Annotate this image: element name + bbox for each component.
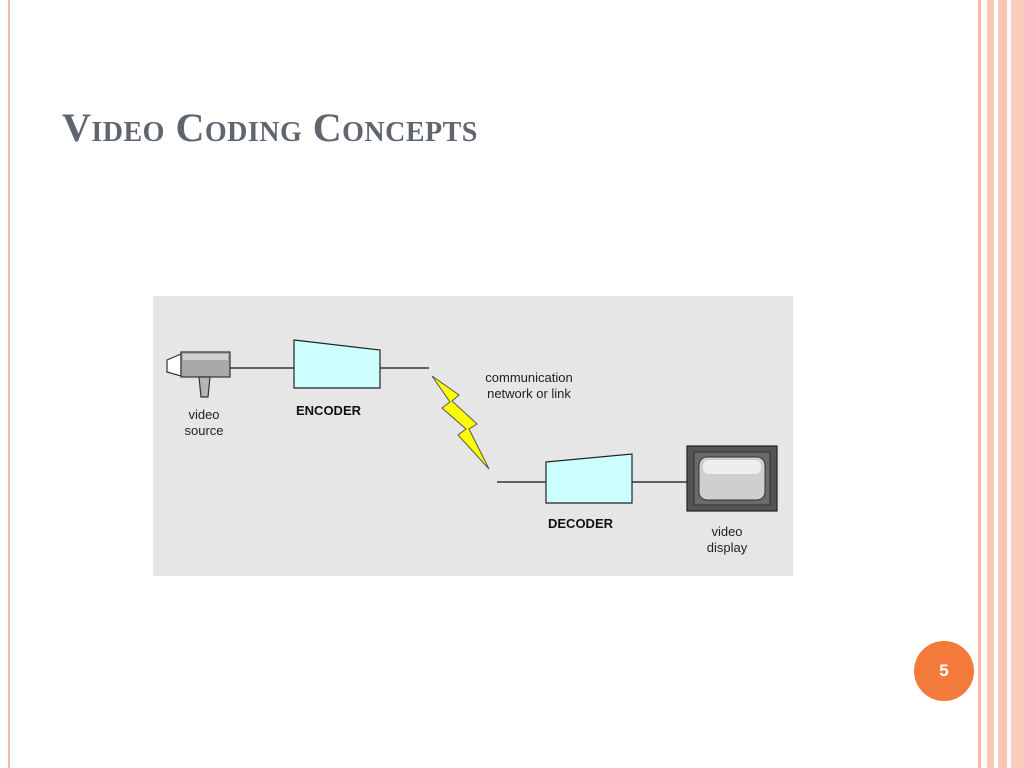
diagram-canvas bbox=[166, 339, 778, 512]
page-number-badge: 5 bbox=[914, 641, 974, 701]
monitor-icon bbox=[686, 445, 778, 512]
stripe-band-1 bbox=[987, 0, 994, 768]
decoder-label: DECODER bbox=[548, 516, 614, 531]
network-label-line2: network or link bbox=[487, 386, 571, 401]
decoder-block bbox=[545, 453, 633, 504]
stripe-band-3 bbox=[1011, 0, 1024, 768]
video-display-label-line1: video bbox=[711, 524, 743, 539]
video-coding-diagram: video source ENCODER communication netwo… bbox=[153, 296, 793, 576]
stripe-band-2 bbox=[998, 0, 1007, 768]
stripe-outer bbox=[978, 0, 981, 768]
video-source-label-line1: video bbox=[188, 407, 220, 422]
video-source-label: video source bbox=[184, 407, 224, 439]
network-label-line1: communication bbox=[485, 370, 573, 385]
encoder-block bbox=[293, 339, 381, 389]
video-camera-icon bbox=[166, 351, 231, 398]
page-number: 5 bbox=[939, 661, 949, 680]
video-display-label: video display bbox=[704, 524, 750, 556]
video-display-label-line2: display bbox=[706, 540, 748, 555]
encoder-label: ENCODER bbox=[296, 403, 362, 418]
lightning-bolt-icon bbox=[431, 375, 490, 470]
video-source-label-line2: source bbox=[184, 423, 224, 438]
slide-title: Video Coding Concepts bbox=[62, 105, 478, 150]
right-decorative-stripes bbox=[978, 0, 1024, 768]
left-border-rule bbox=[8, 0, 10, 768]
network-label: communication network or link bbox=[479, 370, 579, 402]
